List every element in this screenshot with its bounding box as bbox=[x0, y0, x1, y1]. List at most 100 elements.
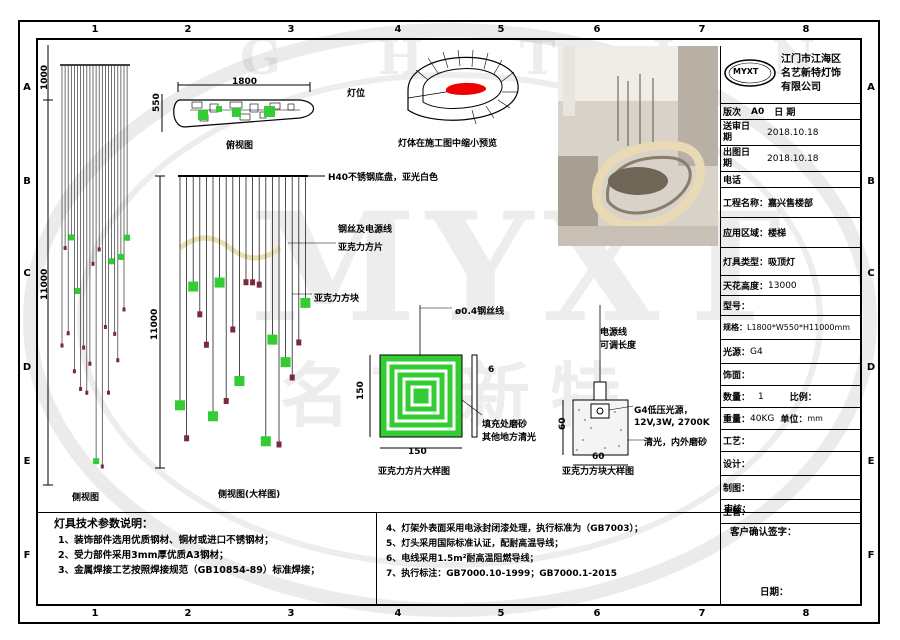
tb-design-row: 设计： bbox=[720, 452, 862, 476]
acrylic-block bbox=[223, 398, 229, 405]
tb-weight-label: 重量： bbox=[723, 415, 751, 425]
side-view-large-title: 侧视图(大样图) bbox=[218, 490, 281, 500]
tb-out-row: 出图日期 2018.10.18 bbox=[720, 146, 862, 172]
tb-send-label: 送审日期 bbox=[723, 121, 751, 143]
tb-model-label: 型号： bbox=[723, 302, 751, 312]
acrylic-square bbox=[234, 376, 245, 387]
title-block-header bbox=[720, 46, 862, 104]
row-label: F bbox=[23, 550, 31, 561]
row-label: B bbox=[23, 176, 31, 187]
acrylic-block bbox=[256, 281, 262, 288]
acrylic-square bbox=[208, 411, 218, 422]
tb-source-label: 光源： bbox=[723, 348, 751, 358]
top-view-drawing bbox=[161, 82, 315, 132]
square-detail-note-frosted: 填充处磨砂 bbox=[482, 420, 528, 430]
tb-finish-row: 饰面： bbox=[720, 364, 862, 386]
acrylic-square bbox=[214, 277, 225, 288]
tb-qty-label: 数量： bbox=[723, 393, 751, 403]
company-logo bbox=[724, 59, 776, 87]
acrylic-block bbox=[250, 279, 256, 286]
acrylic-block bbox=[197, 311, 203, 318]
notes-right: 4、灯架外表面采用电泳封闭漆处理，执行标准为（GB7003）； 5、灯头采用国际… bbox=[386, 522, 643, 582]
tb-date2-label: 日期： bbox=[760, 587, 789, 598]
tb-draw-row: 制图： bbox=[720, 476, 862, 500]
row-label: A bbox=[23, 82, 31, 93]
col-label: 2 bbox=[184, 608, 192, 619]
acrylic-block bbox=[203, 341, 209, 348]
row-label: E bbox=[867, 456, 875, 467]
acrylic-block bbox=[97, 247, 101, 252]
tb-ratio-label: 比例： bbox=[789, 393, 817, 403]
tb-design-label: 设计： bbox=[723, 460, 751, 470]
top-view-depth: 550 bbox=[152, 93, 162, 112]
note-item: 7、执行标注：GB7000.10-1999；GB7000.1-2015 bbox=[386, 569, 618, 579]
block-detail-lamp: G4低压光源， bbox=[634, 406, 693, 416]
acrylic-block bbox=[63, 246, 67, 251]
tb-source-row: 光源： G4 bbox=[720, 340, 862, 364]
acrylic-block bbox=[122, 307, 126, 312]
acrylic-square bbox=[108, 258, 115, 265]
row-label: E bbox=[23, 456, 31, 467]
col-label: 5 bbox=[497, 24, 505, 35]
block-detail-lamp-spec: 12V,3W, 2700K bbox=[634, 418, 710, 428]
square-detail-title: 亚克力方片大样图 bbox=[378, 467, 451, 477]
acrylic-square bbox=[117, 253, 124, 260]
tb-project-label: 工程名称： bbox=[723, 199, 769, 209]
side-view-large-height: 11000 bbox=[150, 308, 160, 340]
block-detail-title: 亚克力方块大样图 bbox=[562, 467, 635, 477]
tb-out-value: 2018.10.18 bbox=[767, 153, 819, 164]
notes-left: 1、装饰部件选用优质钢材、铜材或进口不锈钢材； 2、受力部件采用3mm厚优质A3… bbox=[58, 533, 320, 578]
acrylic-block bbox=[230, 326, 236, 333]
acrylic-block bbox=[116, 358, 120, 363]
row-label: D bbox=[22, 362, 32, 373]
acrylic-block bbox=[79, 386, 83, 391]
company-logo-text: MYXT bbox=[733, 67, 759, 76]
col-label: 7 bbox=[698, 24, 706, 35]
acrylic-block bbox=[276, 441, 282, 448]
tb-version-value: A0 bbox=[751, 106, 765, 117]
acrylic-square bbox=[74, 287, 81, 294]
top-view-title: 俯视图 bbox=[226, 141, 254, 151]
col-label: 6 bbox=[593, 24, 601, 35]
tb-review-label: 审核： bbox=[724, 505, 752, 515]
col-label: 2 bbox=[184, 24, 192, 35]
col-label: 8 bbox=[802, 24, 810, 35]
block-detail-wire-length: 可调长度 bbox=[600, 341, 637, 351]
preview-light-position: 灯位 bbox=[347, 89, 366, 99]
notes-separator bbox=[376, 512, 377, 606]
tb-confirm-label: 客户确认签字： bbox=[730, 527, 797, 538]
tb-main-row: 主管： bbox=[720, 500, 862, 524]
tb-out-label: 出图日期 bbox=[723, 147, 751, 169]
tb-send-row: 送审日期 2018.10.18 bbox=[720, 120, 862, 146]
acrylic-block bbox=[243, 279, 249, 286]
acrylic-square bbox=[68, 234, 75, 241]
col-label: 8 bbox=[802, 608, 810, 619]
acrylic-block bbox=[100, 464, 104, 469]
callout-base: H40不锈钢底盘，亚光白色 bbox=[328, 173, 439, 183]
acrylic-square bbox=[93, 458, 100, 465]
company-name-line: 名艺新特灯饰 bbox=[781, 68, 841, 79]
title-block-border bbox=[720, 104, 721, 524]
acrylic-block bbox=[184, 435, 190, 442]
block-detail-finish: 清光，内外磨砂 bbox=[644, 438, 708, 448]
block-detail-width: 60 bbox=[592, 452, 605, 462]
staircase-photo bbox=[558, 46, 718, 246]
tb-unit-value: mm bbox=[807, 414, 823, 423]
tb-qty-value: 1 bbox=[758, 391, 764, 402]
side-view-height-top: 1000 bbox=[40, 64, 50, 90]
tb-source-value: G4 bbox=[750, 346, 763, 357]
tb-weight-value: 40KG bbox=[750, 413, 775, 424]
tb-main-label: 主管： bbox=[723, 508, 751, 518]
block-detail-height: 60 bbox=[558, 417, 568, 430]
acrylic-block bbox=[296, 339, 302, 346]
note-item: 1、装饰部件选用优质钢材、铜材或进口不锈钢材； bbox=[58, 535, 274, 546]
company-name-line: 江门市江海区 bbox=[781, 54, 841, 65]
acrylic-block bbox=[82, 345, 86, 350]
acrylic-square bbox=[267, 334, 278, 345]
tb-type-value: 吸顶灯 bbox=[768, 258, 796, 268]
notes-divider bbox=[36, 512, 862, 513]
col-label: 3 bbox=[287, 24, 295, 35]
tb-finish-label: 饰面： bbox=[723, 371, 751, 381]
col-label: 4 bbox=[394, 24, 402, 35]
